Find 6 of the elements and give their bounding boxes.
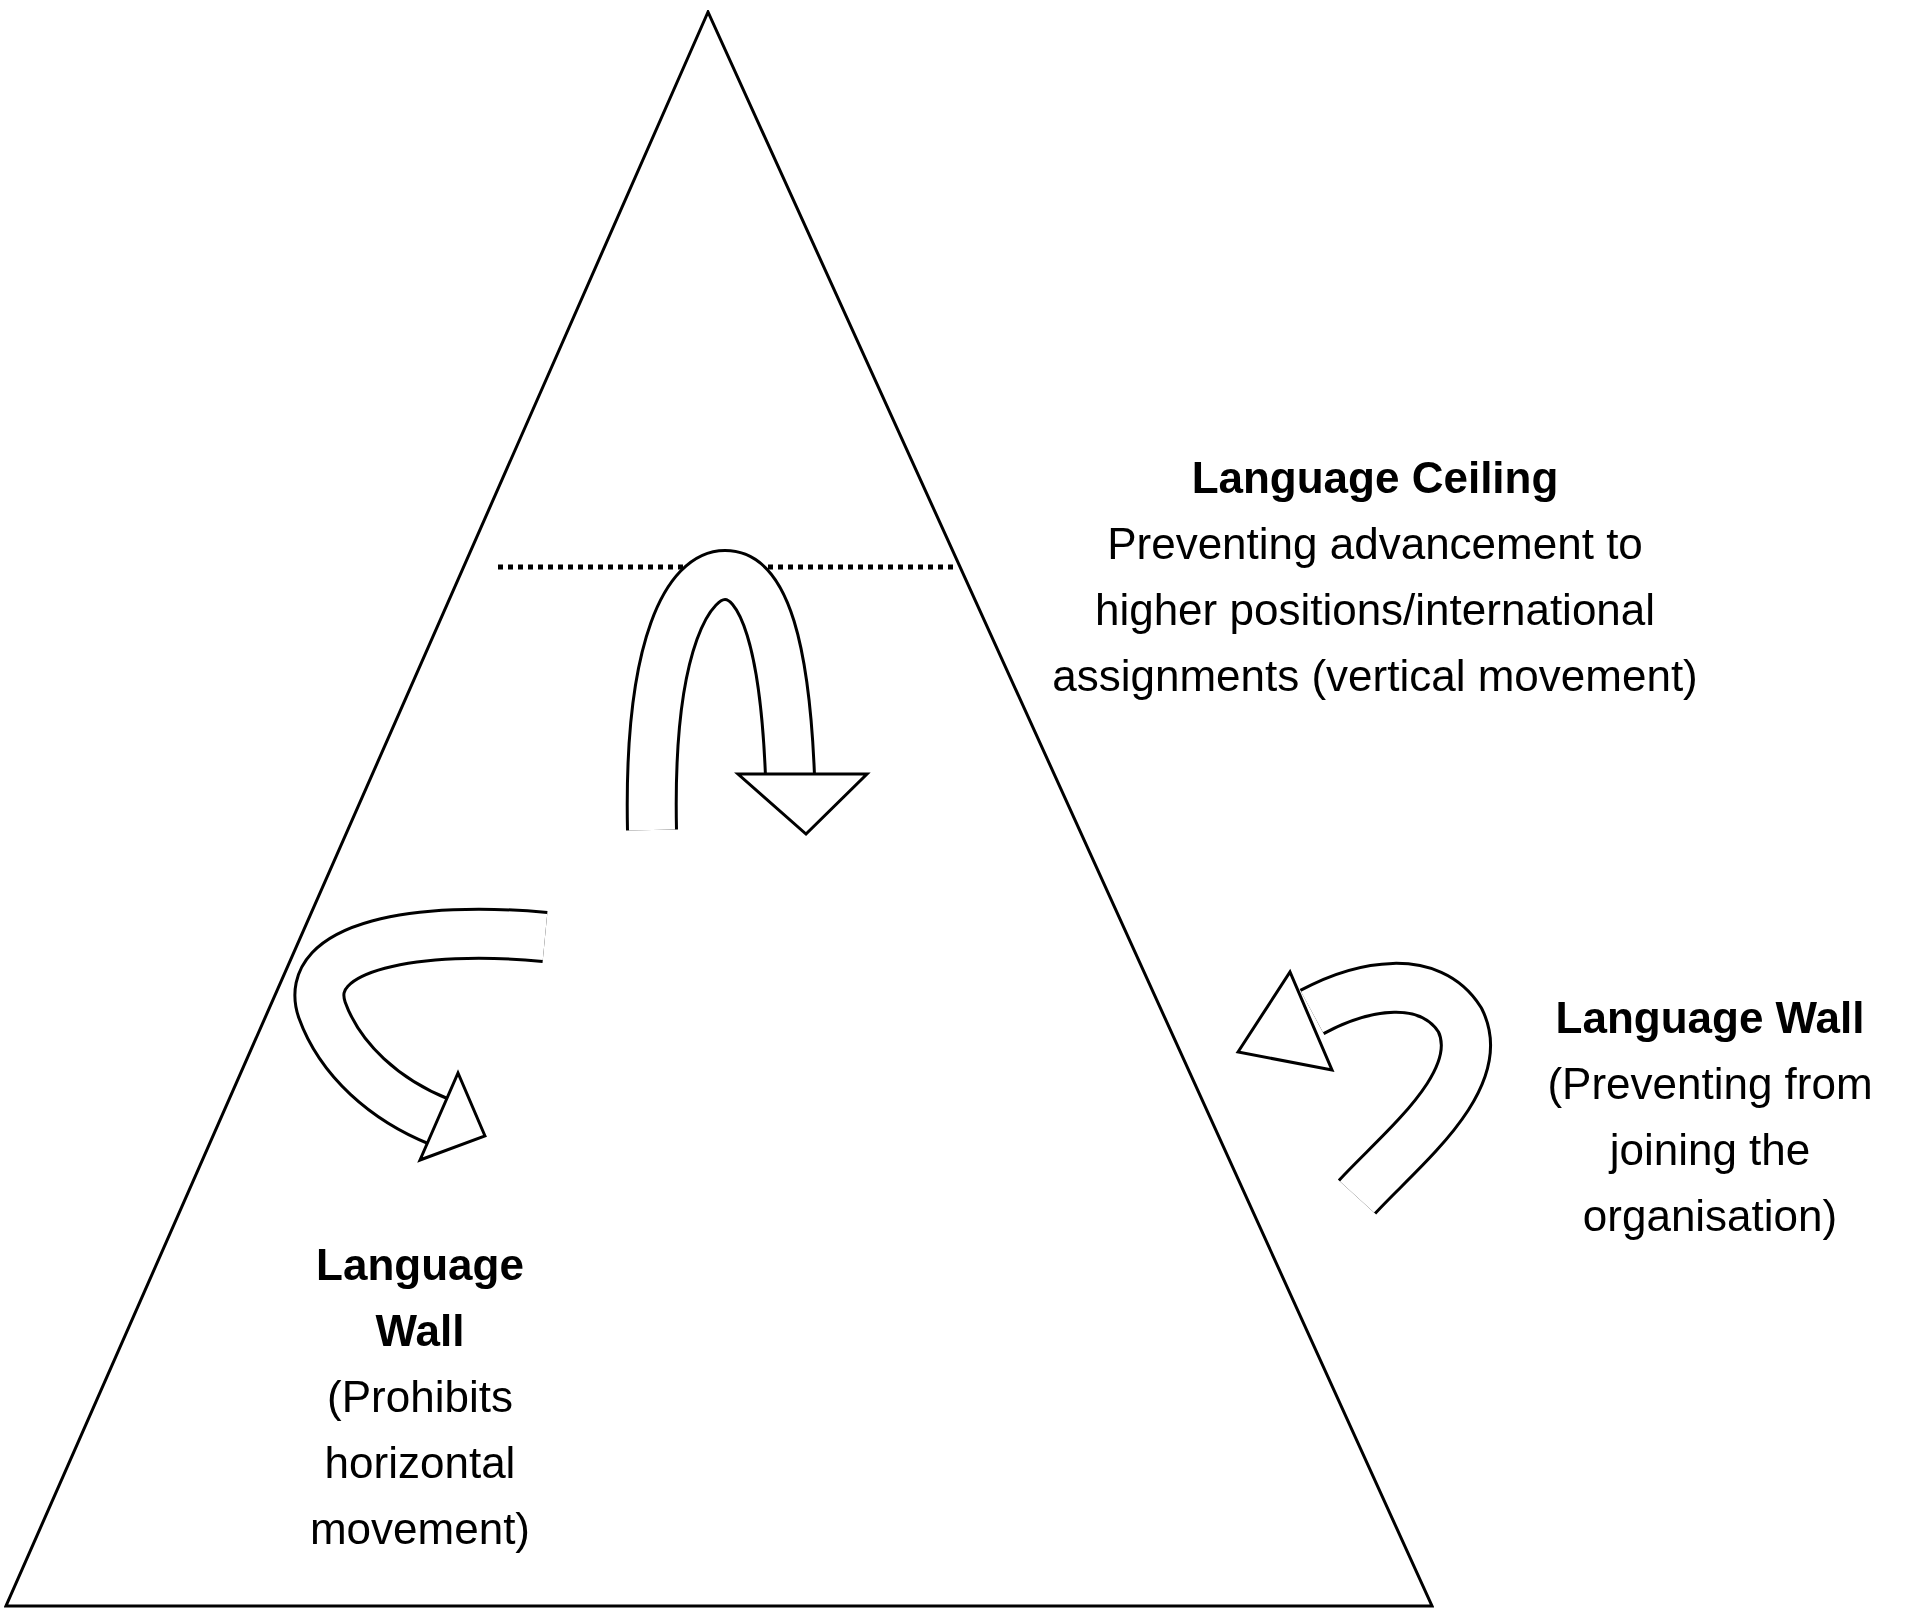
section-description: Preventing advancement to higher positions/international assignments (vertical movement): [1051, 518, 1699, 702]
section-heading: Language Ceiling: [1190, 452, 1560, 504]
section-heading: Language Wall: [315, 1239, 525, 1357]
section-heading: Language Wall: [1554, 992, 1866, 1044]
section-description: (Preventing from joining the organisation): [1546, 1058, 1874, 1242]
section-description: (Prohibits horizontal movement): [308, 1371, 532, 1555]
